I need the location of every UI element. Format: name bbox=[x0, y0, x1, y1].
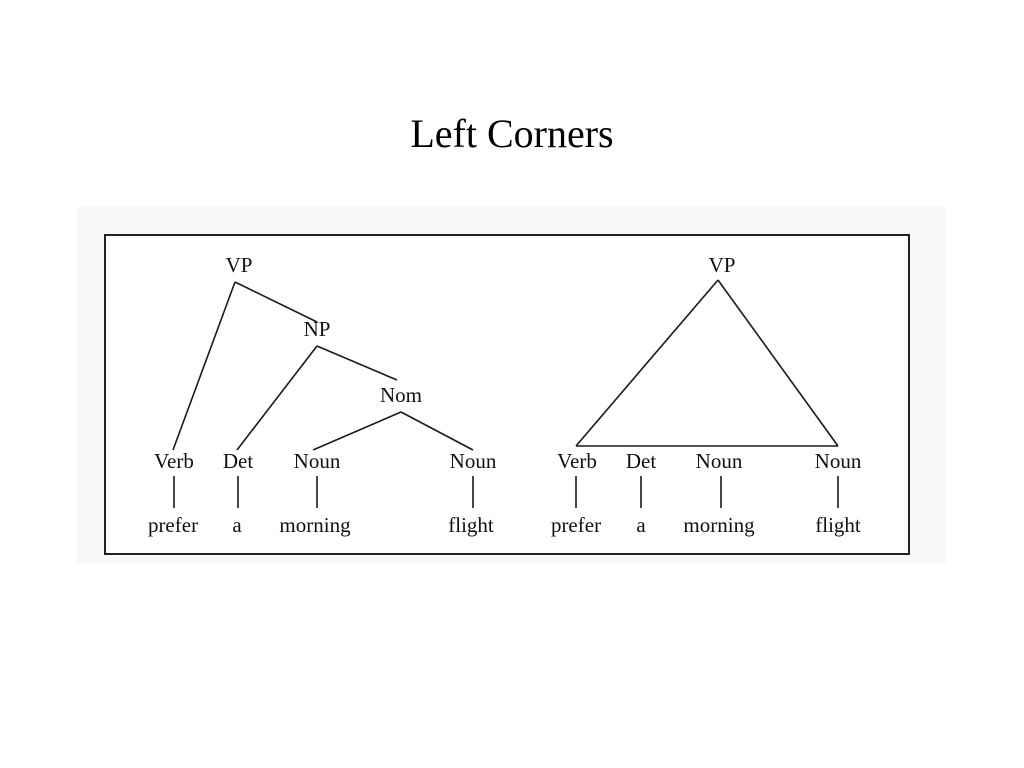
left-word-prefer: prefer bbox=[148, 513, 198, 537]
left-det-label: Det bbox=[223, 449, 253, 473]
edge-vp-np-left bbox=[234, 281, 318, 323]
edge-np-det-left bbox=[236, 345, 318, 451]
left-word-a: a bbox=[232, 513, 242, 537]
edge-vp-left-side-right bbox=[575, 279, 719, 447]
right-noun2-label: Noun bbox=[815, 449, 862, 473]
left-tree-edges bbox=[172, 281, 474, 508]
left-word-morning: morning bbox=[279, 513, 351, 537]
slide-title: Left Corners bbox=[410, 111, 614, 156]
edge-vp-verb-left bbox=[172, 281, 236, 451]
edge-vp-right-side-right bbox=[717, 279, 839, 447]
figure-frame bbox=[104, 234, 910, 555]
edge-nom-noun2-left bbox=[400, 411, 474, 451]
left-np-label: NP bbox=[304, 317, 331, 341]
right-tree: VP Verb Det Noun Noun prefer a morning f… bbox=[551, 253, 862, 537]
right-det-label: Det bbox=[626, 449, 656, 473]
parse-tree-figure: VP NP Nom Verb Det Noun Noun prefer a mo… bbox=[77, 206, 946, 563]
left-nom-label: Nom bbox=[380, 383, 422, 407]
edge-np-nom-left bbox=[316, 345, 398, 381]
left-word-flight: flight bbox=[448, 513, 494, 537]
parse-tree-diagram: VP NP Nom Verb Det Noun Noun prefer a mo… bbox=[104, 234, 910, 555]
right-noun1-label: Noun bbox=[696, 449, 743, 473]
right-word-prefer: prefer bbox=[551, 513, 601, 537]
left-noun2-label: Noun bbox=[450, 449, 497, 473]
right-word-flight: flight bbox=[815, 513, 861, 537]
right-word-morning: morning bbox=[683, 513, 755, 537]
left-tree: VP NP Nom Verb Det Noun Noun prefer a mo… bbox=[148, 253, 497, 537]
left-vp-label: VP bbox=[226, 253, 253, 277]
edge-nom-noun1-left bbox=[312, 411, 402, 451]
right-word-a: a bbox=[636, 513, 646, 537]
right-tree-edges bbox=[575, 279, 839, 508]
right-vp-label: VP bbox=[709, 253, 736, 277]
left-verb-label: Verb bbox=[154, 449, 194, 473]
left-noun1-label: Noun bbox=[294, 449, 341, 473]
right-verb-label: Verb bbox=[557, 449, 597, 473]
